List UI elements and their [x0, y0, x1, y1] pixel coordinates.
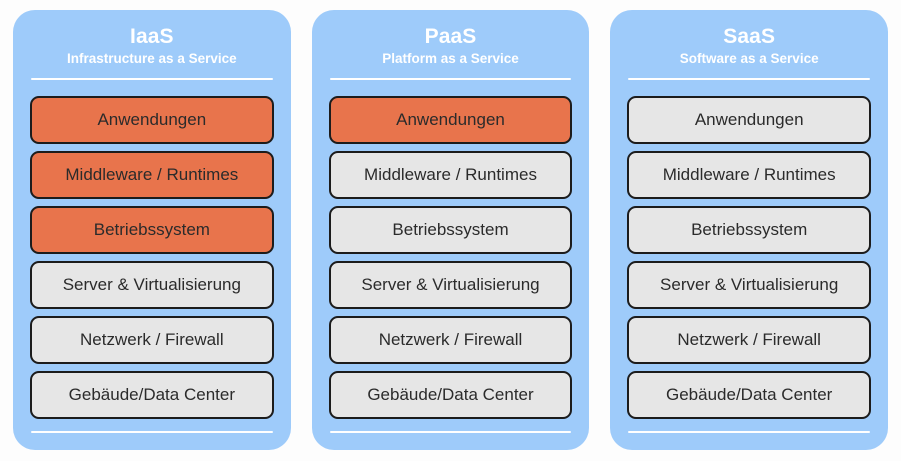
header-divider-iaas — [31, 78, 273, 80]
layer-box-saas-middleware-runtimes: Middleware / Runtimes — [627, 151, 872, 199]
layer-box-paas-netzwerk-firewall: Netzwerk / Firewall — [328, 316, 573, 364]
card-header-saas: SaaS Software as a Service — [627, 24, 871, 74]
layer-box-saas-server-virtualisierung: Server & Virtualisierung — [627, 261, 872, 309]
layer-box-saas-anwendungen: Anwendungen — [627, 96, 872, 144]
layer-stack-saas: Anwendungen Middleware / Runtimes Betrie… — [627, 80, 872, 419]
layer-box-iaas-server-virtualisierung: Server & Virtualisierung — [30, 261, 274, 309]
card-title-paas: PaaS — [424, 25, 477, 48]
layer-box-saas-netzwerk-firewall: Netzwerk / Firewall — [627, 316, 872, 364]
card-subtitle-iaas: Infrastructure as a Service — [67, 51, 237, 66]
card-header-paas: PaaS Platform as a Service — [329, 24, 573, 74]
layer-box-saas-betriebssystem: Betriebssystem — [627, 206, 872, 254]
layer-box-paas-server-virtualisierung: Server & Virtualisierung — [328, 261, 573, 309]
footer-divider-iaas — [31, 431, 273, 433]
layer-box-iaas-anwendungen: Anwendungen — [30, 96, 274, 144]
layer-box-saas-gebaeude-data-center: Gebäude/Data Center — [627, 371, 872, 419]
card-subtitle-paas: Platform as a Service — [382, 51, 519, 66]
card-title-saas: SaaS — [723, 25, 776, 48]
service-model-card-iaas: IaaS Infrastructure as a Service Anwendu… — [13, 10, 291, 450]
footer-divider-saas — [628, 431, 871, 433]
layer-box-paas-middleware-runtimes: Middleware / Runtimes — [328, 151, 573, 199]
service-model-card-paas: PaaS Platform as a Service Anwendungen M… — [311, 10, 590, 450]
layer-box-iaas-netzwerk-firewall: Netzwerk / Firewall — [30, 316, 274, 364]
layer-stack-paas: Anwendungen Middleware / Runtimes Betrie… — [328, 80, 573, 419]
layer-box-iaas-gebaeude-data-center: Gebäude/Data Center — [30, 371, 274, 419]
layer-box-paas-betriebssystem: Betriebssystem — [328, 206, 573, 254]
card-footer-space-paas — [329, 433, 573, 455]
footer-divider-paas — [329, 431, 572, 433]
header-divider-saas — [628, 78, 871, 80]
layer-box-paas-gebaeude-data-center: Gebäude/Data Center — [328, 371, 573, 419]
card-header-iaas: IaaS Infrastructure as a Service — [30, 24, 274, 74]
layer-box-iaas-middleware-runtimes: Middleware / Runtimes — [30, 151, 274, 199]
card-footer-space-iaas — [30, 433, 274, 455]
layer-box-iaas-betriebssystem: Betriebssystem — [30, 206, 274, 254]
layer-stack-iaas: Anwendungen Middleware / Runtimes Betrie… — [30, 80, 274, 419]
service-model-card-saas: SaaS Software as a Service Anwendungen M… — [610, 10, 889, 450]
card-subtitle-saas: Software as a Service — [679, 51, 819, 66]
card-title-iaas: IaaS — [130, 25, 174, 48]
layer-box-paas-anwendungen: Anwendungen — [328, 96, 573, 144]
header-divider-paas — [329, 78, 572, 80]
card-footer-space-saas — [627, 433, 871, 455]
